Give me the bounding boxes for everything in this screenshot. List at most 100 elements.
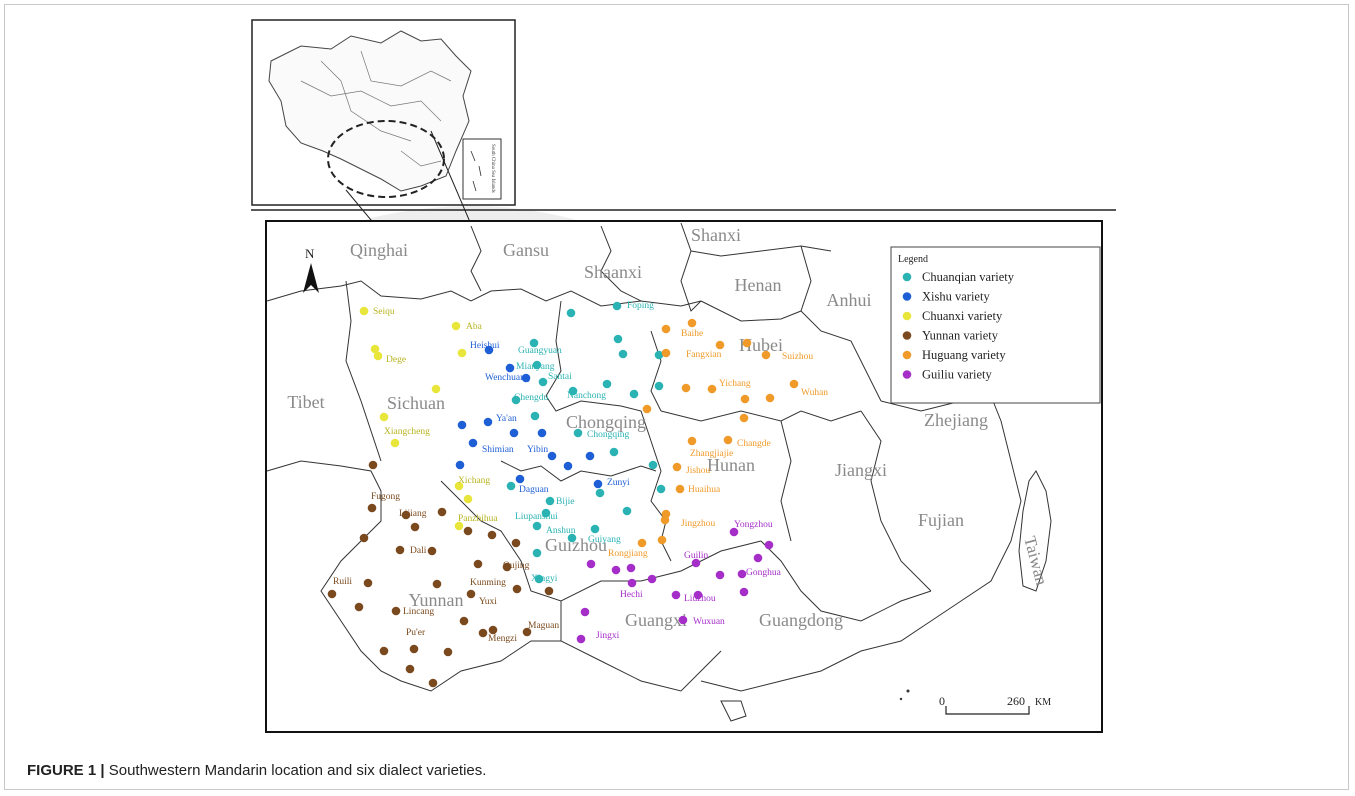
site-label: Dege <box>386 355 406 365</box>
study-area-ellipse <box>327 120 445 198</box>
site-marker <box>715 340 725 350</box>
site-marker <box>637 538 647 548</box>
site-label: Aba <box>466 322 483 332</box>
province-label: Yunnan <box>409 590 464 610</box>
site-label: Jingzhou <box>681 519 716 529</box>
site-marker <box>656 484 666 494</box>
site-marker <box>609 447 619 457</box>
site-label: Shimian <box>482 445 514 455</box>
site-marker <box>532 521 542 531</box>
site-label: Ruili <box>333 577 352 587</box>
site-marker <box>379 412 389 422</box>
province-label: Guangdong <box>759 610 843 630</box>
site-marker <box>368 460 378 470</box>
legend-label: Xishu variety <box>922 290 990 304</box>
sea-islands-label: South China Sea Islands <box>490 144 495 193</box>
site-marker <box>327 589 337 599</box>
site-label: Foping <box>627 301 654 311</box>
boundary-tibet-sichuan <box>345 280 382 462</box>
site-marker <box>737 569 747 579</box>
site-marker <box>505 363 515 373</box>
site-marker <box>547 451 557 461</box>
site-marker <box>401 510 411 520</box>
site-marker <box>532 360 542 370</box>
site-marker <box>618 349 628 359</box>
site-label: Guilin <box>684 551 709 561</box>
site-marker <box>484 345 494 355</box>
site-label: Xichang <box>458 476 490 486</box>
site-marker <box>457 348 467 358</box>
inset-map: South China Sea Islands <box>251 19 516 206</box>
site-marker <box>487 530 497 540</box>
site-marker <box>647 574 657 584</box>
site-marker <box>693 590 703 600</box>
legend-label: Huguang variety <box>922 348 1006 362</box>
province-label: Sichuan <box>387 393 445 413</box>
site-marker <box>593 479 603 489</box>
site-marker <box>483 417 493 427</box>
site-marker <box>468 438 478 448</box>
province-label: Qinghai <box>350 240 408 260</box>
site-marker <box>573 428 583 438</box>
site-label: Jishou <box>686 466 711 476</box>
site-marker <box>567 533 577 543</box>
site-label: Chongqing <box>587 430 629 440</box>
site-marker <box>532 548 542 558</box>
site-marker <box>660 515 670 525</box>
site-marker <box>765 393 775 403</box>
site-label: Santai <box>548 372 572 382</box>
province-label: Guizhou <box>545 535 607 555</box>
site-marker <box>715 570 725 580</box>
site-label: Maguan <box>528 621 559 631</box>
boundary-chongqing-hubei <box>650 330 662 412</box>
boundary-shaanxi-shanxi <box>680 222 702 312</box>
site-label: Heishui <box>470 341 500 351</box>
boundary-henan-anhui <box>800 245 882 402</box>
site-marker <box>359 306 369 316</box>
site-marker <box>707 384 717 394</box>
site-marker <box>478 628 488 638</box>
province-label: Gansu <box>503 240 549 260</box>
site-marker <box>675 484 685 494</box>
site-marker <box>586 559 596 569</box>
site-label: Zunyi <box>607 478 630 488</box>
site-label: Bijie <box>556 497 574 507</box>
site-marker <box>506 481 516 491</box>
site-label: Suizhou <box>782 352 813 362</box>
boundary-yunnan-guizhou-guangxi <box>440 480 762 602</box>
site-label: Jingxi <box>596 631 620 641</box>
caption-label: FIGURE 1 | <box>27 762 105 779</box>
site-marker <box>530 411 540 421</box>
legend-swatch <box>902 350 912 360</box>
province-label: Shaanxi <box>584 262 642 282</box>
province-label: Shanxi <box>691 225 741 245</box>
province-label: Zhejiang <box>924 410 988 430</box>
site-label: Baihe <box>681 329 703 339</box>
site-marker <box>661 324 671 334</box>
province-boundaries <box>266 222 1052 722</box>
site-marker <box>454 481 464 491</box>
site-marker <box>502 562 512 572</box>
figure-caption: FIGURE 1 | Southwestern Mandarin locatio… <box>27 762 486 779</box>
site-marker <box>687 436 697 446</box>
site-marker <box>370 344 380 354</box>
site-label: Fugong <box>371 492 400 502</box>
site-marker <box>534 574 544 584</box>
site-marker <box>613 334 623 344</box>
site-label: Huaihua <box>688 485 721 495</box>
site-marker <box>538 377 548 387</box>
boundary-jiangxi-fujian <box>860 410 932 592</box>
site-label: Gonghua <box>746 568 782 578</box>
legend-title: Legend <box>898 254 928 265</box>
site-marker <box>390 438 400 448</box>
site-marker <box>672 462 682 472</box>
boundary-gansu-shaanxi <box>600 225 642 302</box>
site-marker <box>761 350 771 360</box>
site-marker <box>473 559 483 569</box>
site-label: Wuxuan <box>693 617 725 627</box>
island-dot <box>899 697 903 701</box>
site-marker <box>612 301 622 311</box>
boundary-yunnan-south <box>320 491 561 692</box>
site-marker <box>463 526 473 536</box>
legend-swatch <box>902 272 912 282</box>
